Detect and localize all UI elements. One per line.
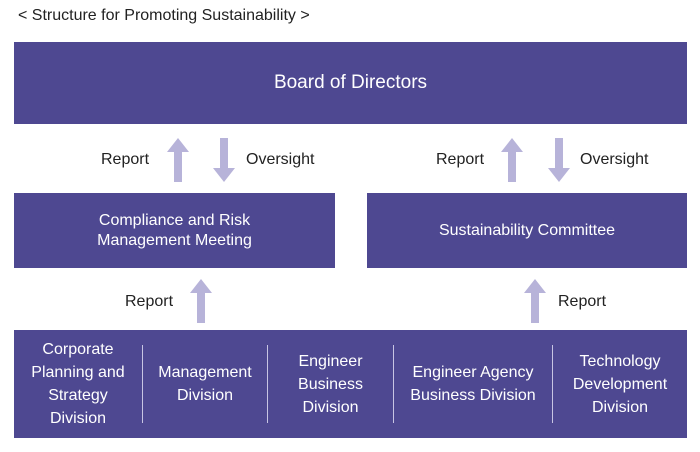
up-arrow-icon [167,138,189,182]
compliance-risk-meeting-box: Compliance and Risk Management Meeting [14,193,335,268]
divider [267,345,268,423]
up-arrow-icon [190,279,212,323]
down-arrow-icon [213,138,235,182]
divider [142,345,143,423]
division-engineer-agency: Engineer Agency Business Division [410,364,536,404]
up-arrow-icon [524,279,546,323]
divider [552,345,553,423]
diagram-title: < Structure for Promoting Sustainability… [18,7,310,24]
sustainability-committee-box: Sustainability Committee [367,193,687,268]
board-of-directors-box: Board of Directors [14,42,687,124]
up-arrow-icon [501,138,523,182]
report-label-right-top: Report [436,151,485,168]
report-label-right-bottom: Report [558,293,607,310]
report-label-left-bottom: Report [125,293,174,310]
report-label-left-top: Report [101,151,150,168]
divider [393,345,394,423]
oversight-label-left: Oversight [246,151,315,168]
division-corporate-planning: Corporate Planning and Strategy Division [31,341,125,427]
down-arrow-icon [548,138,570,182]
divisions-bar: Corporate Planning and Strategy Division… [14,330,687,438]
division-management: Management Division [158,364,252,404]
division-technology-development: Technology Development Division [572,352,668,416]
oversight-label-right: Oversight [580,151,649,168]
division-engineer-business: Engineer Business Division [298,352,363,416]
